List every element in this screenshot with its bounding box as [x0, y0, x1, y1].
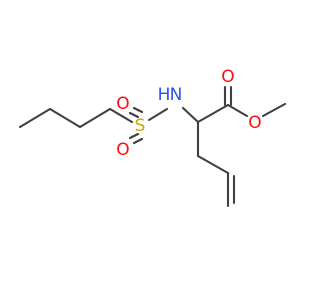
bond-c2-c3 [48, 107, 82, 129]
bond-c1-c2 [18, 107, 52, 129]
atom-sulfur: S [135, 116, 146, 136]
atom-oxygen-bottom-left: O [116, 140, 129, 160]
bond-s-o-bottom-a [128, 132, 140, 140]
atom-nitrogen: N [170, 85, 183, 105]
bond-oester-methyl [261, 102, 287, 118]
molecule-structure: O S O H N O O [18, 67, 287, 208]
bonds [18, 85, 287, 208]
bond-s-o-top-b [132, 106, 144, 114]
bond-c4-s [108, 107, 134, 124]
bond-c3-c4 [78, 107, 112, 129]
atom-oxygen-carbonyl: O [221, 67, 234, 87]
bond-s-n [147, 107, 169, 122]
bond-s-o-bottom-b [132, 137, 144, 145]
bond-s-o-top-a [128, 111, 140, 119]
atom-oxygen-top-left: O [116, 94, 129, 114]
molecule-canvas: O S O H N O O [18, 67, 287, 208]
atom-oxygen-ester: O [248, 113, 261, 133]
bond-n-calpha [181, 106, 200, 124]
bond-calpha-ccarbonyl [196, 103, 230, 124]
bond-ch2-ch [196, 154, 230, 175]
atom-labels: O S O H N O O [116, 67, 261, 160]
atom-hydrogen-on-nitrogen: H [158, 85, 171, 105]
bond-c-oester [226, 103, 249, 118]
